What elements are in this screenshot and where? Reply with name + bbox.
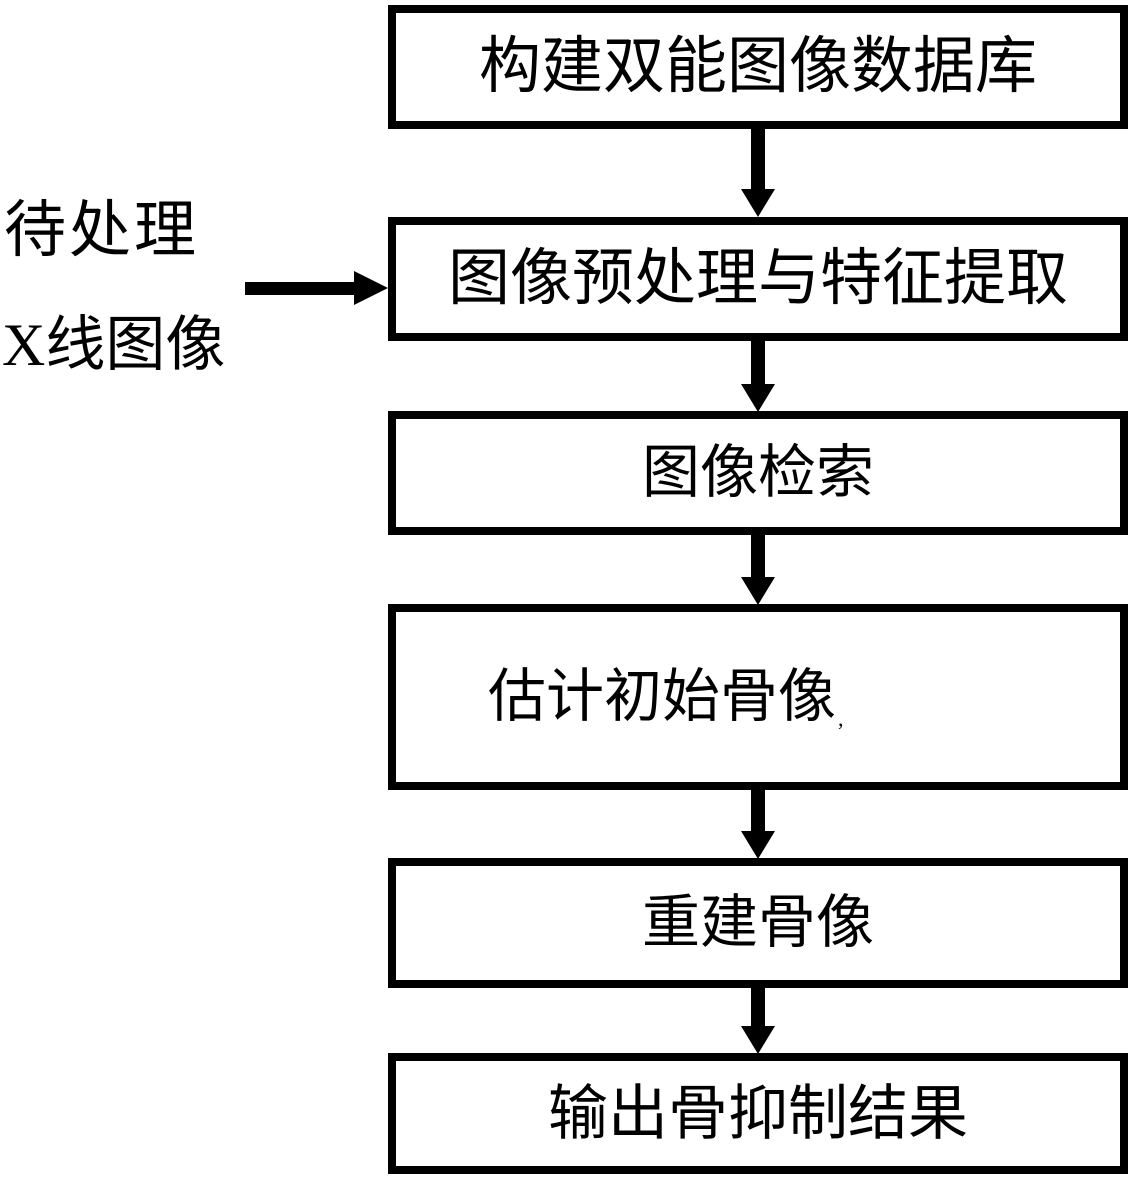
arrow-down-1-head-icon [741,189,775,217]
arrow-down-1-shaft [751,129,765,191]
arrow-down-5-shaft [751,987,765,1028]
input-label-line1: 待处理 [4,197,200,265]
trailing-subscript-mark: , [838,706,844,731]
input-label-line2: X线图像 [2,312,226,378]
arrow-down-2-head-icon [741,384,775,412]
step-label: 重建骨像 [641,890,874,955]
step-box-image-retrieval: 图像检索 [388,411,1128,535]
step-label: 构建双能图像数据库 [478,33,1037,101]
step-label: 图像检索 [641,440,874,505]
arrow-down-5-head-icon [741,1026,775,1054]
step-box-preprocess-feature-extraction: 图像预处理与特征提取 [388,217,1128,341]
step-label: 估计初始骨像 [488,664,837,729]
step-box-reconstruct-bone-image: 重建骨像 [388,858,1128,988]
step-label: 图像预处理与特征提取 [447,245,1068,313]
step-box-estimate-initial-bone-image: 估计初始骨像 , [388,604,1128,790]
arrow-down-3-shaft [751,534,765,579]
arrow-down-4-shaft [751,789,765,833]
arrow-down-2-shaft [751,340,765,386]
input-arrow-shaft [245,282,355,295]
step-box-output-bone-suppression-result: 输出骨抑制结果 [388,1053,1128,1174]
arrow-down-3-head-icon [741,577,775,605]
input-arrow-head-icon [354,271,388,305]
step-label: 输出骨抑制结果 [548,1080,968,1147]
arrow-down-4-head-icon [741,831,775,859]
step-box-build-dual-energy-database: 构建双能图像数据库 [388,5,1128,129]
